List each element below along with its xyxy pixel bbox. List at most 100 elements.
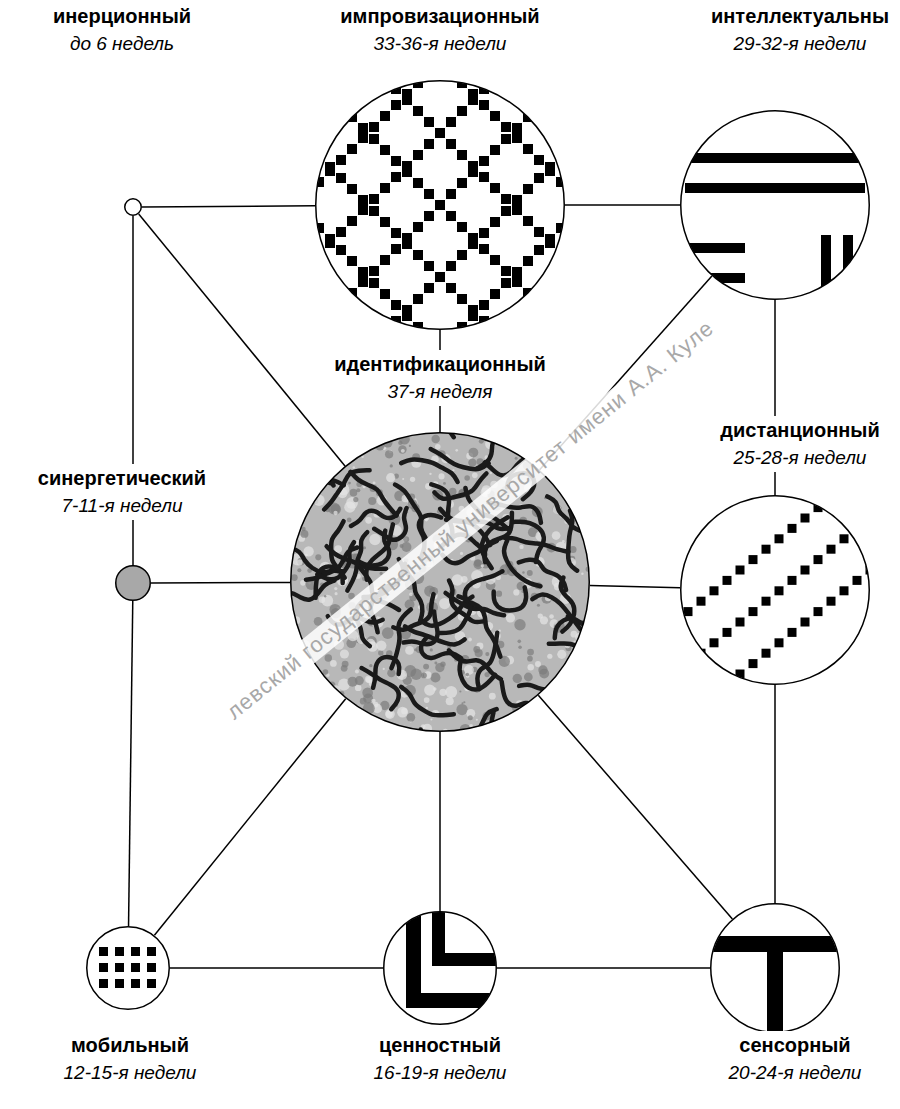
- pattern-mark: [402, 233, 412, 243]
- pattern-mark: [259, 664, 269, 674]
- pattern-mark: [853, 576, 862, 585]
- pattern-mark: [578, 199, 588, 209]
- pattern-mark: [281, 406, 291, 416]
- pattern-mark: [325, 94, 335, 104]
- pattern-mark: [749, 555, 758, 564]
- pattern-mark: [749, 659, 758, 668]
- pattern-mark: [567, 260, 577, 270]
- texture-speck: [371, 699, 375, 703]
- texture-squiggle: [532, 595, 580, 630]
- texture-squiggle: [281, 581, 334, 600]
- pattern-mark: [270, 5, 280, 15]
- pattern-mark: [578, 201, 588, 211]
- texture-squiggle: [507, 473, 534, 499]
- pattern-mark: [435, 200, 445, 210]
- pattern-mark: [567, 356, 577, 366]
- texture-speck: [369, 664, 372, 667]
- pattern-mark: [259, 384, 269, 394]
- pattern-mark: [314, 249, 324, 259]
- stage-circle: дистанционный25-28-я недели: [680, 495, 870, 685]
- pattern-mark: [270, 179, 280, 189]
- pattern-mark: [413, 294, 423, 304]
- pattern-mark: [567, 284, 577, 294]
- texture-speck: [426, 558, 430, 562]
- texture-squiggle: [401, 687, 454, 715]
- pattern-mark: [490, 73, 500, 83]
- pattern-mark: [281, 138, 291, 148]
- pattern-mark: [556, 151, 566, 161]
- pattern-mark: [336, 155, 346, 165]
- texture-speck: [386, 473, 395, 482]
- pattern-mark: [468, 161, 478, 171]
- pattern-mark: [600, 179, 610, 189]
- pattern-mark: [413, 106, 423, 116]
- pattern-mark: [446, 283, 456, 293]
- pattern-mark: [611, 24, 621, 34]
- pattern-mark: [567, 332, 577, 342]
- pattern-mark: [259, 232, 269, 242]
- pattern-mark: [556, 367, 566, 377]
- stage-caption: сенсорный20-24-я недели: [726, 1031, 865, 1087]
- texture-speck: [527, 664, 534, 671]
- pattern-mark: [556, 79, 566, 89]
- pattern-mark: [556, 321, 566, 331]
- connector-line: [154, 699, 345, 936]
- texture-speck: [522, 571, 524, 573]
- pattern-mark: [369, 410, 379, 420]
- texture-speck: [446, 697, 454, 705]
- texture-speck: [466, 673, 469, 676]
- circle-fill: [125, 199, 142, 216]
- texture-speck: [411, 669, 422, 680]
- pattern-mark: [723, 628, 732, 637]
- pattern-mark: [270, 77, 280, 87]
- texture-speck: [409, 445, 411, 447]
- texture-speck: [401, 708, 407, 714]
- texture-speck: [368, 497, 376, 505]
- texture-speck: [361, 456, 364, 459]
- pattern-mark: [578, 703, 588, 713]
- texture-squiggle: [431, 484, 452, 537]
- pattern-mark: [589, 0, 599, 4]
- pattern-mark: [314, 7, 324, 17]
- pattern-mark: [369, 194, 379, 204]
- stage-caption: идентификационный37-я неделя: [331, 350, 549, 406]
- pattern-mark: [680, 273, 745, 283]
- texture-speck: [443, 482, 446, 485]
- pattern-mark: [762, 649, 771, 658]
- pattern-mark: [325, 306, 335, 316]
- pattern-mark: [281, 190, 291, 200]
- texture-speck: [410, 477, 415, 482]
- connector-line: [540, 276, 712, 470]
- pattern-mark: [314, 151, 324, 161]
- pattern-mark: [424, 283, 434, 293]
- pattern-mark: [358, 267, 368, 277]
- texture-speck: [527, 656, 533, 662]
- circle-outline: [710, 903, 840, 1033]
- pattern-mark: [325, 238, 335, 248]
- pattern-mark: [611, 664, 621, 674]
- texture-squiggle: [519, 560, 566, 590]
- texture-speck: [353, 466, 356, 469]
- texture-squiggle: [494, 587, 526, 610]
- pattern-mark: [380, 145, 390, 155]
- pattern-mark: [545, 310, 555, 320]
- pattern-mark: [147, 963, 156, 972]
- texture-squiggle: [347, 532, 367, 590]
- pattern-mark: [435, 272, 445, 282]
- pattern-mark: [821, 235, 831, 305]
- pattern-mark: [710, 586, 719, 595]
- pattern-mark: [147, 979, 156, 988]
- pattern-mark: [446, 189, 456, 199]
- pattern-mark: [303, 428, 313, 438]
- pattern-mark: [589, 190, 599, 200]
- texture-speck: [347, 630, 358, 641]
- texture-speck: [439, 689, 446, 696]
- pattern-mark: [358, 411, 368, 421]
- pattern-mark: [314, 367, 324, 377]
- texture-speck: [481, 564, 484, 567]
- texture-speck: [301, 530, 309, 538]
- texture-speck: [399, 434, 410, 445]
- pattern-mark: [270, 221, 280, 231]
- texture-speck: [468, 715, 473, 720]
- pattern-mark: [556, 439, 566, 449]
